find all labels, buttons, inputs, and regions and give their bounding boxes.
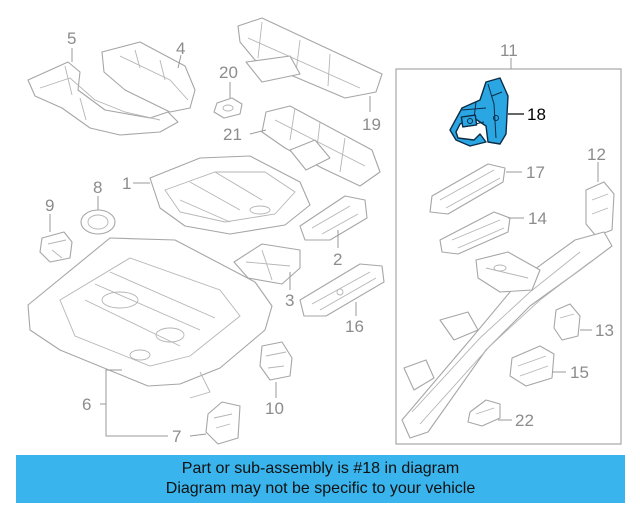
callout-11: 11: [500, 41, 518, 60]
subassembly-group-box: [395, 68, 622, 445]
callout-1: 1: [122, 174, 131, 193]
part-10-bracket[interactable]: [259, 341, 293, 381]
part-12-bracket[interactable]: [585, 181, 615, 237]
part-21-rail-assembly[interactable]: [261, 105, 381, 187]
banner-line-part: Part or sub-assembly is #18 in diagram: [181, 460, 460, 477]
part-17-reinforcement[interactable]: [429, 163, 506, 215]
callout-10: 10: [265, 399, 284, 418]
part-16-bracket[interactable]: [299, 263, 385, 317]
callout-19: 19: [362, 115, 381, 134]
parts-diagram: 1 2 3 4 5 6 7 8 9 10 11 12 13 14 15 16 1…: [27, 17, 622, 446]
callout-12: 12: [587, 145, 606, 164]
callout-13: 13: [595, 321, 614, 340]
callout-6: 6: [82, 395, 91, 414]
part-5-rear-crossmember[interactable]: [27, 61, 179, 136]
part-4-reinforcement[interactable]: [101, 41, 196, 113]
callout-9: 9: [45, 196, 54, 215]
part-13-bracket[interactable]: [553, 303, 581, 341]
part-22-bracket[interactable]: [467, 399, 501, 427]
part-20-bracket[interactable]: [213, 97, 243, 119]
callout-17: 17: [526, 163, 545, 182]
callout-7: 7: [172, 427, 181, 446]
callout-2: 2: [333, 250, 342, 269]
part-2-support-bracket[interactable]: [299, 195, 368, 241]
part-6-front-floor-assembly[interactable]: [27, 237, 273, 399]
callout-14: 14: [528, 209, 547, 228]
part-1-rear-floor-pan[interactable]: [149, 155, 311, 235]
callout-15: 15: [570, 363, 589, 382]
part-18-highlighted-bracket[interactable]: [449, 77, 509, 147]
part-9-small-bracket[interactable]: [39, 231, 73, 263]
callout-4: 4: [176, 39, 185, 58]
callout-22: 22: [515, 411, 534, 430]
banner-line-disclaimer: Diagram may not be specific to your vehi…: [165, 480, 476, 497]
callout-5: 5: [67, 29, 76, 48]
callout-20: 20: [219, 63, 238, 82]
info-banner: Part or sub-assembly is #18 in diagram D…: [16, 455, 625, 503]
part-8-grommet[interactable]: [80, 209, 116, 235]
part-7-bracket[interactable]: [205, 401, 241, 445]
part-14-bracket[interactable]: [439, 211, 511, 255]
callout-8: 8: [93, 178, 102, 197]
callout-3: 3: [285, 291, 294, 310]
part-3-bracket[interactable]: [233, 243, 301, 285]
callout-18: 18: [527, 105, 546, 124]
part-15-bracket[interactable]: [509, 345, 555, 387]
part-19-rear-rail[interactable]: [237, 17, 383, 99]
callout-16: 16: [345, 317, 364, 336]
callout-21: 21: [223, 125, 242, 144]
part-11-side-member[interactable]: [401, 231, 613, 439]
